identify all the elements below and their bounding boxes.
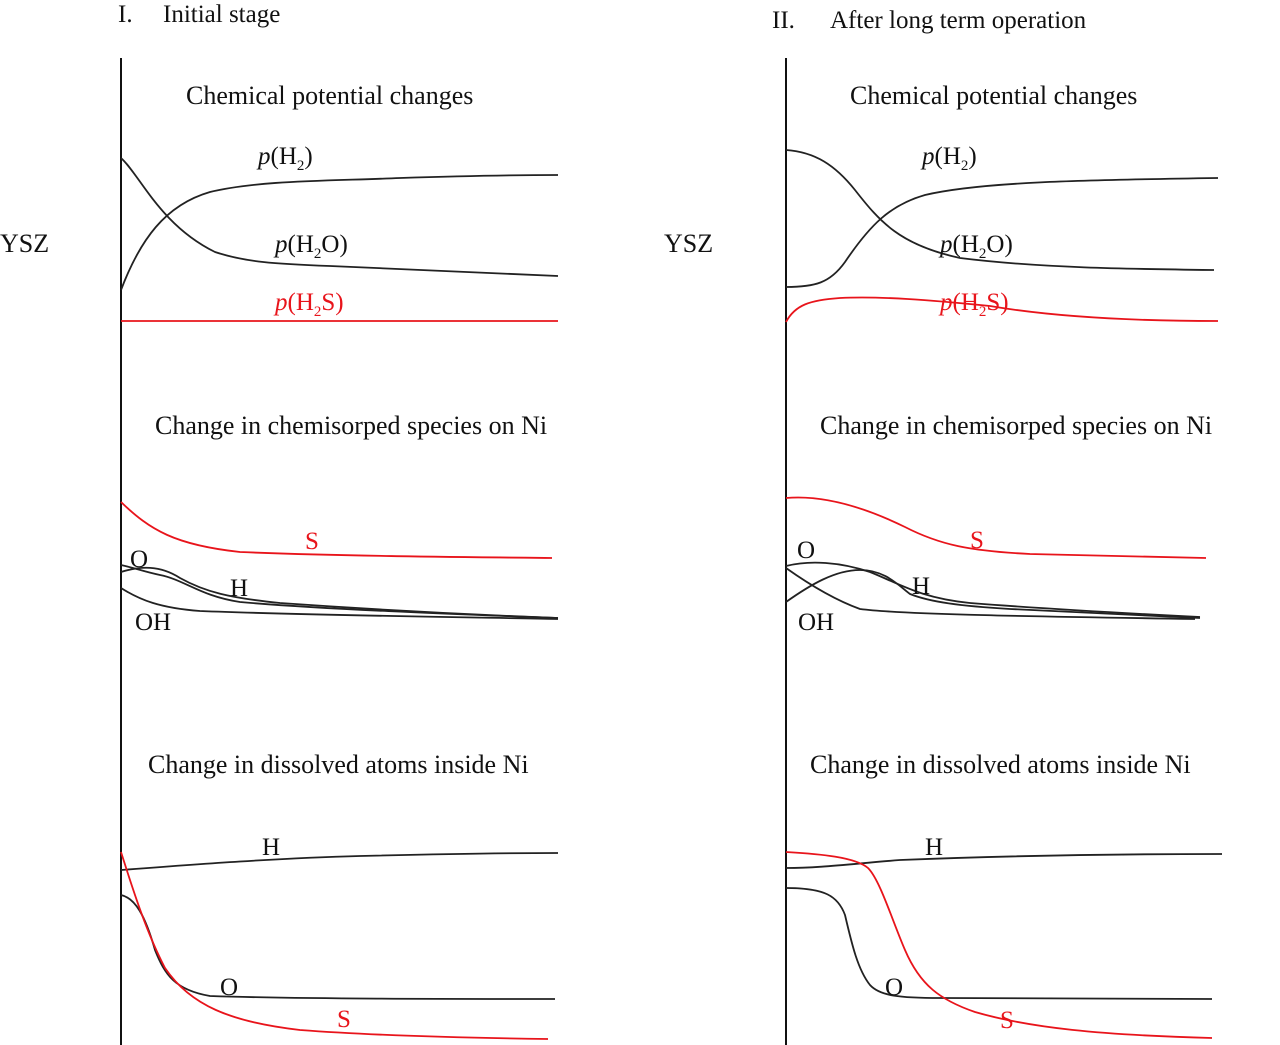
ysz-label: YSZ <box>664 229 713 258</box>
oh-species-label: OH <box>135 609 171 636</box>
h2o-curve <box>120 157 559 277</box>
o-chemisorbed-curve <box>785 561 1201 618</box>
dissolved-title: Change in dissolved atoms inside Ni <box>148 750 529 779</box>
oh-chemisorbed-curve <box>120 587 559 620</box>
h2s-curve <box>785 296 1219 323</box>
o-dissolved-label: O <box>885 974 903 1001</box>
h2-curve <box>120 174 559 291</box>
s-dissolved-label: S <box>337 1006 351 1033</box>
oh-chemisorbed-curve <box>785 567 1196 620</box>
ysz-label: YSZ <box>0 229 49 258</box>
s-dissolved-label: S <box>1000 1007 1014 1034</box>
h2o-label: p(H2O) <box>273 231 348 262</box>
h-dissolved-curve <box>120 852 559 871</box>
h2-label: p(H2) <box>920 143 977 174</box>
h-species-label: H <box>230 575 248 602</box>
s-species-label: S <box>970 527 984 554</box>
panel-left-heading: Initial stage <box>163 1 280 28</box>
h2-label: p(H2) <box>256 143 313 174</box>
h2-curve <box>785 177 1219 288</box>
panel-left-number: I. <box>118 1 133 28</box>
h2o-label: p(H2O) <box>938 231 1013 262</box>
s-species-label: S <box>305 528 319 555</box>
o-species-label: O <box>130 546 148 573</box>
h-dissolved-label: H <box>925 834 943 861</box>
s-chemisorbed-curve <box>120 501 553 559</box>
h-species-label: H <box>912 573 930 600</box>
panel-right-number: II. <box>772 7 795 34</box>
o-dissolved-label: O <box>220 974 238 1001</box>
s-dissolved-curve <box>785 851 1213 1039</box>
h-chemisorbed-curve <box>120 566 559 619</box>
chem-potential-title: Chemical potential changes <box>186 81 473 110</box>
s-chemisorbed-curve <box>785 496 1207 559</box>
oh-species-label: OH <box>798 609 834 636</box>
chemisorbed-title: Change in chemisorped species on Ni <box>155 411 547 440</box>
h2s-label: p(H2S) <box>938 289 1009 320</box>
o-dissolved-curve <box>785 887 1213 1000</box>
chemisorbed-title: Change in chemisorped species on Ni <box>820 411 1212 440</box>
panel-right-heading: After long term operation <box>830 7 1087 34</box>
panel-long-term-operation: II. After long term operation YSZ Chemic… <box>664 7 1223 1045</box>
h-dissolved-curve <box>785 853 1223 869</box>
chem-potential-title: Chemical potential changes <box>850 81 1137 110</box>
panel-initial-stage: I. Initial stage YSZ Chemical potential … <box>0 1 559 1045</box>
h2o-curve <box>785 149 1215 271</box>
h-dissolved-label: H <box>262 834 280 861</box>
o-species-label: O <box>797 537 815 564</box>
dissolved-title: Change in dissolved atoms inside Ni <box>810 750 1191 779</box>
o-dissolved-curve <box>120 894 556 1000</box>
h2s-label: p(H2S) <box>273 289 344 320</box>
s-dissolved-curve <box>120 851 549 1040</box>
h-chemisorbed-curve <box>785 569 1201 619</box>
